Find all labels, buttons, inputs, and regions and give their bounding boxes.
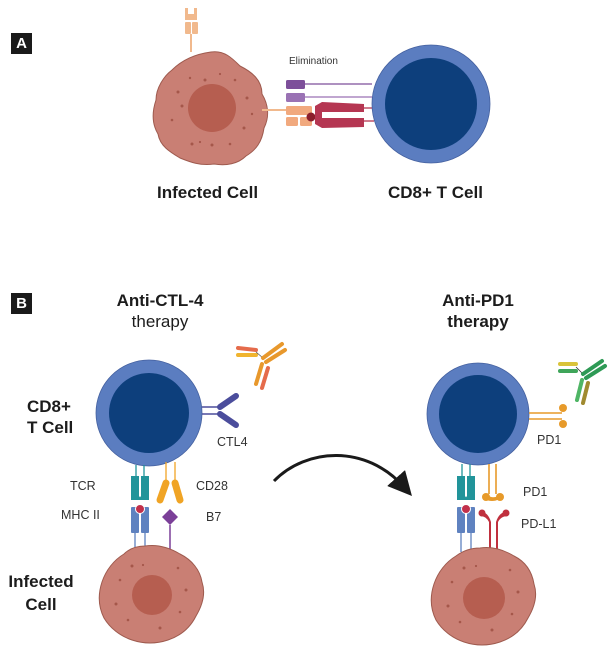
cd28-right-arm	[171, 479, 184, 504]
mhc-left	[131, 507, 139, 533]
peptide-left	[135, 504, 145, 514]
tcell-label-b-line1: CD8+	[27, 397, 71, 416]
mhc-ii-label: MHC II	[61, 508, 100, 522]
antigen-peptide	[306, 112, 316, 122]
infected-cell-label-b-line2: Cell	[25, 595, 57, 614]
cytoplasm-dots	[170, 72, 254, 147]
infected-cell-label-b-line1: Infected	[8, 572, 74, 591]
purple-receptor-1	[286, 80, 305, 89]
purple-receptor-2	[286, 93, 305, 102]
pd1-pdl1-complex	[478, 464, 510, 552]
tcr-label: TCR	[70, 479, 96, 493]
anti-ctl4-title-line2: therapy	[131, 312, 189, 331]
anti-ctl4-title: Anti-CTL-4 therapy	[100, 290, 220, 332]
cd28-label: CD28	[196, 479, 228, 493]
cd28-left-arm	[156, 479, 170, 504]
nucleus	[188, 84, 236, 132]
anti-ctl4-antibody-icon	[236, 342, 287, 390]
pd1-side-label: PD1	[537, 433, 562, 447]
b7-label: B7	[206, 510, 222, 524]
tcell-label-b: CD8+ T Cell	[27, 396, 73, 438]
tcell-b-right	[426, 362, 530, 466]
anti-pd1-antibody-icon	[558, 359, 607, 405]
anti-ctl4-title-line1: Anti-CTL-4	[116, 291, 204, 310]
surface-receptor-icon	[185, 8, 198, 52]
transition-arrow-icon	[272, 454, 412, 496]
elimination-label: Elimination	[289, 56, 338, 67]
pd1-label: PD1	[523, 485, 548, 499]
infected-cell-b-left	[98, 545, 205, 644]
tcell-a	[371, 44, 491, 164]
pd1-side-receptor-icon	[529, 404, 567, 428]
cd28-b7-complex	[156, 462, 184, 550]
panel-a-badge: A	[11, 33, 32, 54]
immune-synapse-a	[262, 80, 374, 128]
tcell-b-left	[95, 359, 203, 467]
ctl4-receptor-icon	[202, 393, 239, 428]
b7-ligand	[162, 509, 178, 525]
pdl1-label: PD-L1	[521, 517, 557, 531]
tcr-mhc-complex-left	[131, 465, 149, 550]
tcell-label-b-line2: T Cell	[27, 418, 74, 437]
infected-cell-label-a: Infected Cell	[157, 183, 259, 202]
anti-pd1-title-line1: Anti-PD1	[442, 291, 514, 310]
ctl4-label: CTL4	[217, 435, 248, 449]
anti-pd1-title-line2: therapy	[447, 312, 509, 331]
tcell-label-a: CD8+ T Cell	[388, 183, 483, 202]
anti-pd1-title: Anti-PD1 therapy	[418, 290, 538, 332]
infected-cell-b-right	[430, 547, 537, 646]
tcr-mhc-complex-right	[457, 464, 475, 552]
infected-cell-label-b: Infected Cell	[0, 570, 82, 616]
infected-cell-a	[152, 51, 269, 166]
tcr-left	[131, 476, 142, 500]
panel-b-badge: B	[11, 293, 32, 314]
